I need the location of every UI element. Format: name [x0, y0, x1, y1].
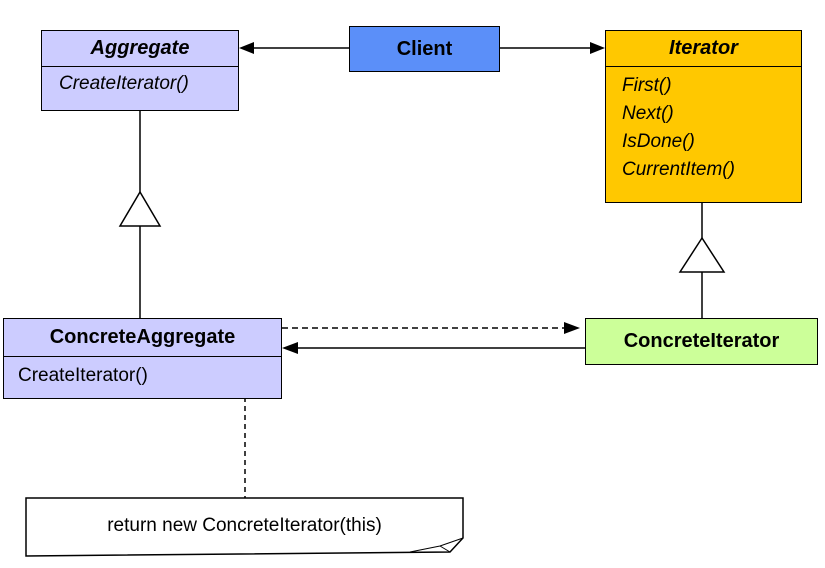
create-dependency	[282, 322, 580, 334]
aggregate-operation: CreateIterator()	[59, 73, 189, 94]
iterator-operation-first: First()	[622, 75, 672, 96]
client-to-iterator-association	[500, 42, 605, 54]
concrete-aggregate-operation: CreateIterator()	[18, 365, 148, 386]
iterator-operation-isdone: IsDone()	[622, 131, 695, 152]
concrete-iterator-to-aggregate-association	[282, 342, 585, 354]
iterator-operation-next: Next()	[622, 103, 674, 124]
concrete-aggregate-operations: CreateIterator()	[4, 357, 281, 390]
aggregate-operations: CreateIterator()	[42, 67, 238, 98]
concrete-iterator-class: ConcreteIterator	[585, 318, 818, 365]
client-class-name: Client	[396, 37, 453, 60]
aggregate-class-name: Aggregate	[42, 31, 238, 67]
implementation-note: return new ConcreteIterator(this)	[26, 498, 463, 554]
aggregate-class: Aggregate CreateIterator()	[41, 30, 239, 111]
concrete-iterator-class-name: ConcreteIterator	[623, 330, 780, 352]
note-shape	[25, 497, 464, 557]
concrete-aggregate-class-name: ConcreteAggregate	[4, 319, 281, 357]
iterator-operation-currentitem: CurrentItem()	[622, 159, 735, 180]
note-text: return new ConcreteIterator(this)	[107, 515, 382, 536]
aggregate-generalization	[118, 111, 162, 318]
iterator-generalization	[678, 203, 726, 318]
concrete-aggregate-class: ConcreteAggregate CreateIterator()	[3, 318, 282, 399]
iterator-operations: First() Next() IsDone() CurrentItem()	[606, 67, 801, 184]
iterator-class: Iterator First() Next() IsDone() Current…	[605, 30, 802, 203]
client-to-aggregate-association	[239, 42, 349, 54]
client-class: Client	[349, 26, 500, 72]
iterator-class-name: Iterator	[606, 31, 801, 67]
